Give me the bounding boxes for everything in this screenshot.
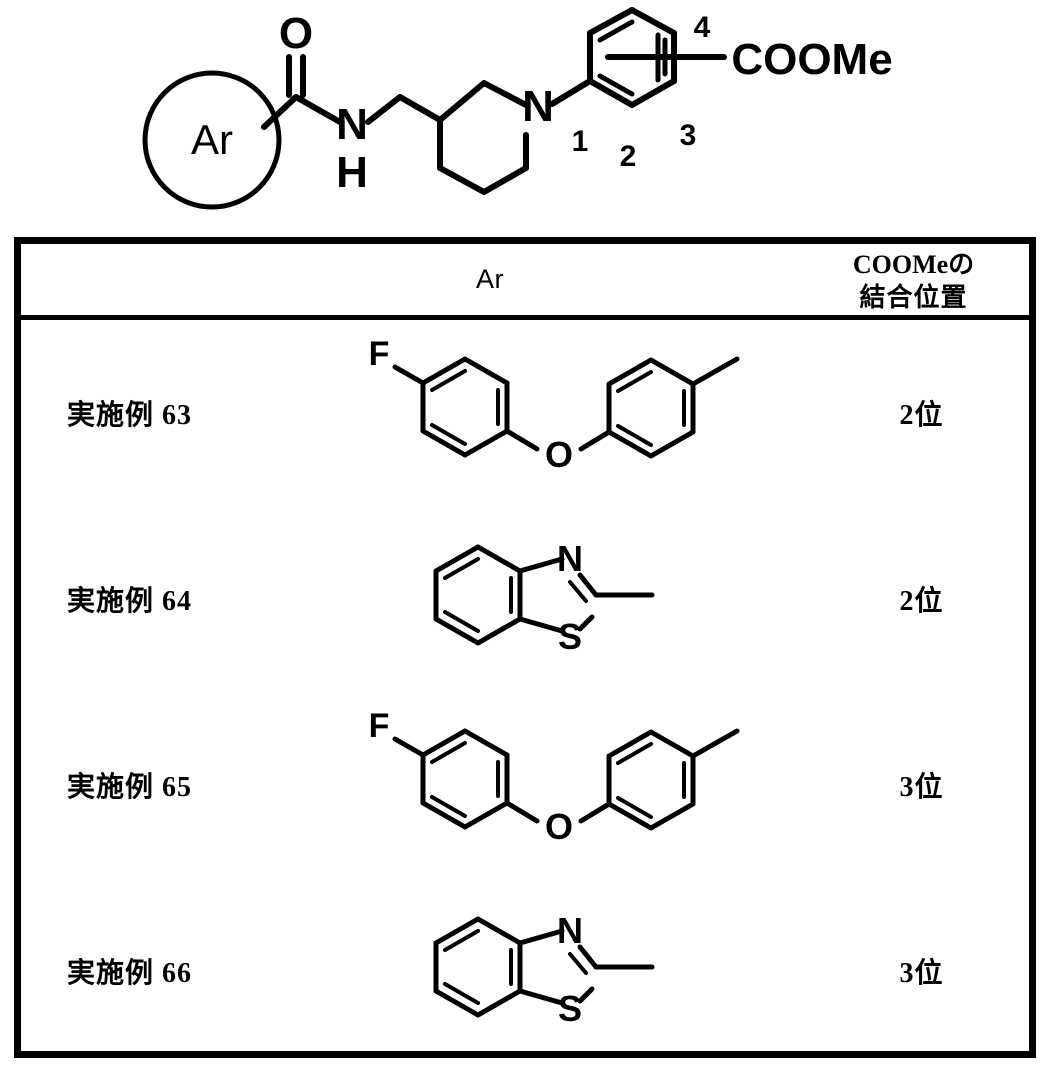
bond-pipn-to-phenyl	[549, 78, 593, 107]
ester-group-label: COOMe	[731, 35, 892, 84]
example-label: 実施例 63	[67, 400, 193, 431]
nitrogen-label: N	[557, 910, 583, 951]
bond-ar-to-carbonyl	[261, 94, 299, 130]
ph-inner-2	[597, 73, 635, 97]
position-value: 2位	[899, 586, 944, 617]
nitrogen-label: N	[557, 538, 583, 579]
pip-bond-6	[437, 80, 487, 123]
ring-position-1-label: 1	[572, 125, 589, 158]
example-label: 実施例 66	[67, 958, 193, 989]
ar-structure-cell: F O	[326, 320, 814, 506]
ar-label: Ar	[191, 116, 233, 163]
example-label: 実施例 65	[67, 772, 193, 803]
ph-bond-2	[587, 7, 635, 36]
ether-oxygen-label: O	[545, 806, 573, 847]
benzothiazolyl-structure: N S	[433, 538, 655, 657]
benzothiazolyl-structure: N S	[433, 910, 655, 1029]
pip-bond-2	[437, 165, 487, 195]
scheme-svg: Ar O N H N COOMe 1 2 3 4	[142, 7, 893, 210]
pip-bond-5	[481, 80, 529, 108]
ring-position-4-label: 4	[694, 11, 711, 44]
example-label: 実施例 64	[67, 586, 193, 617]
pip-bond-3	[481, 165, 529, 195]
ph-inner-1	[597, 19, 635, 43]
table-header-ar-label: Ar	[476, 264, 504, 294]
examples-table: Ar COOMeの 結合位置 実施例 63	[14, 237, 1036, 1058]
amide-hydrogen-label: H	[336, 148, 368, 197]
ether-oxygen-label: O	[545, 434, 573, 475]
table-header-position: COOMeの 結合位置	[806, 248, 1021, 315]
ar-structure-cell: F O	[326, 692, 814, 878]
ph-bond-5	[629, 78, 677, 108]
ring-position-3-label: 3	[680, 119, 697, 152]
ph-bond-3	[629, 7, 677, 36]
ar-structure-cell: N S	[326, 506, 814, 692]
table-row: 実施例 66	[21, 878, 1029, 1064]
position-value: 2位	[899, 400, 944, 431]
table-row: 実施例 65	[21, 692, 1029, 878]
bond-carbonyl-to-n	[293, 94, 343, 125]
piperidine-nitrogen-label: N	[522, 82, 554, 131]
table-header-row: Ar COOMeの 結合位置	[21, 244, 1029, 320]
carbonyl-oxygen-label: O	[279, 9, 313, 58]
table-header-position-line2: 結合位置	[859, 283, 968, 313]
ring-position-2-label: 2	[620, 140, 637, 173]
fluorophenoxyphenyl-structure: F O	[369, 335, 740, 475]
fluorophenoxyphenyl-structure: F O	[369, 707, 740, 847]
fluorine-label: F	[369, 707, 390, 745]
ar-circle	[142, 70, 282, 210]
bond-n-to-ch2	[365, 94, 403, 125]
ar-structure-cell: N S	[326, 878, 814, 1064]
ph-bond-6	[587, 78, 635, 108]
fluorine-label: F	[369, 335, 390, 373]
position-value: 3位	[899, 772, 944, 803]
table-header-position-line1: COOMeの	[852, 250, 975, 279]
amide-nitrogen-label: N	[336, 100, 368, 149]
table-row: 実施例 63	[21, 320, 1029, 506]
table-body: 実施例 63	[21, 320, 1029, 1064]
table-header-ar: Ar	[21, 244, 1029, 315]
sulfur-label: S	[558, 616, 582, 657]
bond-ch2-to-piperidine	[397, 94, 443, 123]
table-row: 実施例 64	[21, 506, 1029, 692]
scheme-structure-diagram: Ar O N H N COOMe 1 2 3 4	[0, 0, 1064, 222]
sulfur-label: S	[558, 988, 582, 1029]
position-value: 3位	[899, 958, 944, 989]
